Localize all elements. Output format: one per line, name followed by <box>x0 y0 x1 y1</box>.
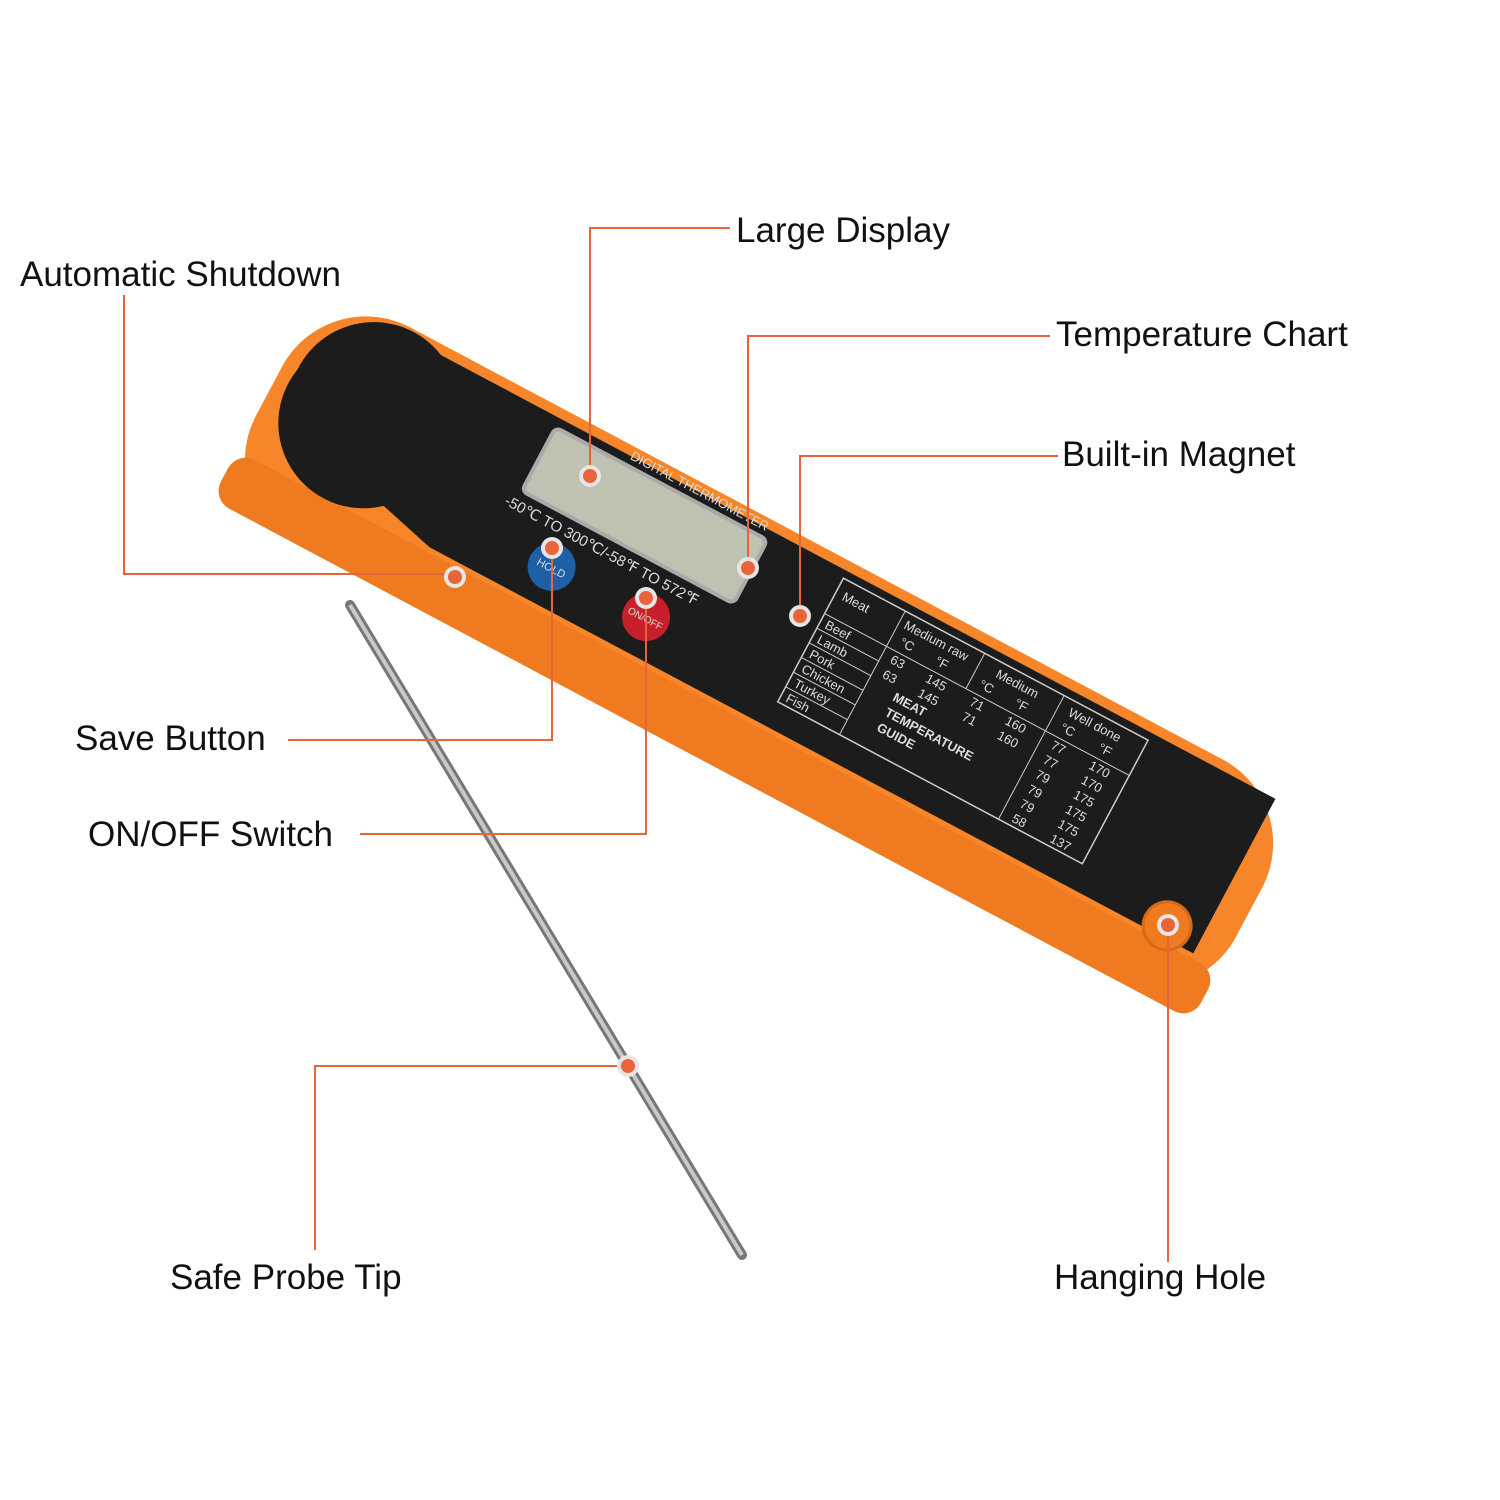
chart-cell: 71 <box>959 709 979 729</box>
unit: °C <box>897 634 917 654</box>
callout-dot <box>541 537 563 559</box>
label-on-off-switch: ON/OFF Switch <box>88 815 333 854</box>
chart-cell: 79 <box>1033 767 1053 787</box>
label-hanging-hole: Hanging Hole <box>1054 1258 1266 1297</box>
chart-cell: 79 <box>1025 781 1045 801</box>
unit: °F <box>1096 740 1115 759</box>
row-divider <box>793 671 856 706</box>
row-divider <box>808 642 872 677</box>
unit: °C <box>977 677 997 697</box>
callout-dot <box>579 465 601 487</box>
black-face <box>278 322 1276 954</box>
callout-markers <box>444 465 1179 1077</box>
callout-dot <box>1157 914 1179 936</box>
probe <box>345 600 747 1260</box>
unit: °C <box>1058 720 1078 740</box>
callout-dot <box>617 1055 639 1077</box>
chart-cell: 77 <box>1048 737 1068 757</box>
chart-cell: 77 <box>1041 752 1061 772</box>
chart-cell: 71 <box>967 694 987 714</box>
chart-cell: 79 <box>1017 796 1037 816</box>
callout-dot <box>444 566 466 588</box>
callout-dot <box>737 557 759 579</box>
row-divider <box>801 657 864 691</box>
label-safe-probe-tip: Safe Probe Tip <box>170 1258 402 1297</box>
callout-dot <box>789 605 811 627</box>
label-built-in-magnet: Built-in Magnet <box>1062 435 1296 474</box>
callout-dot <box>635 587 657 609</box>
label-save-button: Save Button <box>75 719 266 758</box>
leader-lines <box>123 227 1169 1262</box>
label-temperature-chart: Temperature Chart <box>1056 315 1348 354</box>
unit: °F <box>1012 695 1031 714</box>
chart-cell: 63 <box>880 667 900 687</box>
label-automatic-shutdown: Automatic Shutdown <box>20 255 341 294</box>
chart-cell: 63 <box>888 652 908 672</box>
row-divider <box>824 613 887 647</box>
row-divider <box>785 686 848 721</box>
unit: °F <box>932 653 951 672</box>
thermometer-body: DIGITAL THERMOMETER -50℃ TO 300℃/-58℉ TO… <box>218 316 1276 1014</box>
chart-cell: 58 <box>1010 811 1030 831</box>
row-divider <box>816 627 879 662</box>
label-large-display: Large Display <box>736 211 950 250</box>
